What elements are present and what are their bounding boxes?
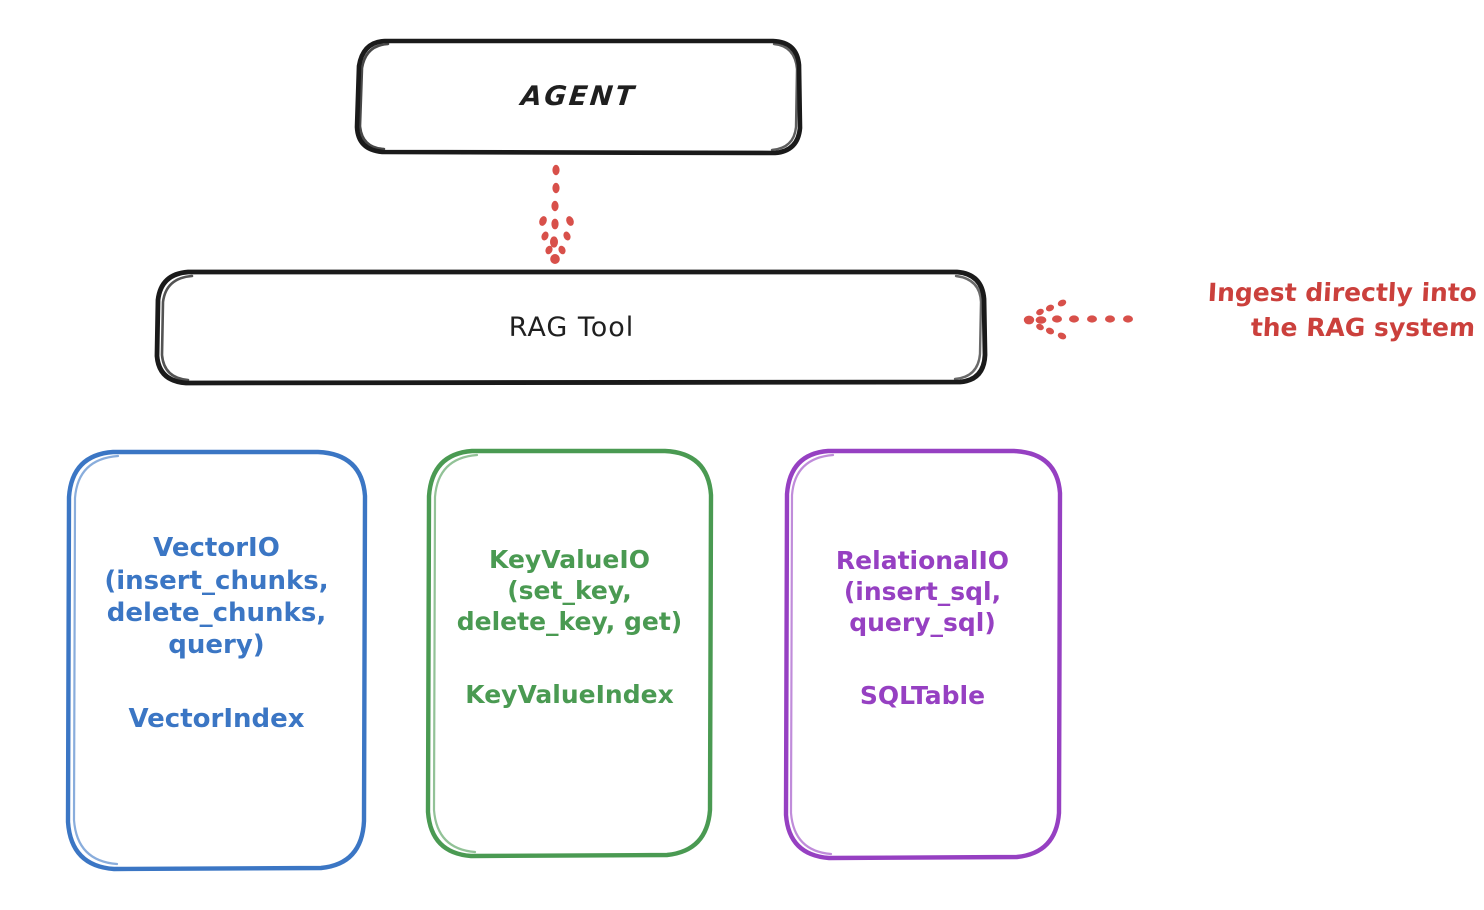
rag-tool-node[interactable]: RAG Tool — [157, 271, 986, 383]
relational-io-box-outline — [783, 448, 1063, 861]
rag-tool-node-label: RAG Tool — [508, 311, 635, 343]
agent-node[interactable]: AGENT — [357, 40, 800, 153]
key-value-io-node[interactable]: KeyValueIO (set_key, delete_key, get) Ke… — [428, 450, 711, 856]
key-value-io-body: KeyValueIO (set_key, delete_key, get) Ke… — [457, 544, 682, 710]
key-value-io-title: KeyValueIO (set_key, delete_key, get) — [456, 545, 683, 636]
vector-io-index: VectorIndex — [128, 704, 305, 735]
key-value-io-box-outline — [425, 448, 714, 859]
relational-io-body: RelationalIO (insert_sql, query_sql) SQL… — [836, 545, 1009, 711]
connector-agent-to-rag-tool — [539, 164, 574, 264]
vector-io-title: VectorIO (insert_chunks, delete_chunks, … — [104, 533, 329, 661]
rag-tool-box-outline — [154, 269, 988, 386]
vector-io-body: VectorIO (insert_chunks, delete_chunks, … — [104, 532, 328, 735]
relational-io-node[interactable]: RelationalIO (insert_sql, query_sql) SQL… — [786, 450, 1059, 858]
relational-io-title: RelationalIO (insert_sql, query_sql) — [835, 546, 1010, 637]
vector-io-box-outline — [65, 449, 368, 872]
connector-ingest-to-rag-tool — [1023, 299, 1133, 340]
agent-box-outline — [354, 38, 803, 156]
agent-node-label: AGENT — [519, 81, 638, 112]
vector-io-node[interactable]: VectorIO (insert_chunks, delete_chunks, … — [68, 451, 365, 869]
relational-io-index: SQLTable — [859, 681, 986, 710]
ingest-annotation-label: Ingest directly into the RAG system — [1207, 278, 1478, 342]
key-value-io-index: KeyValueIndex — [465, 680, 674, 709]
